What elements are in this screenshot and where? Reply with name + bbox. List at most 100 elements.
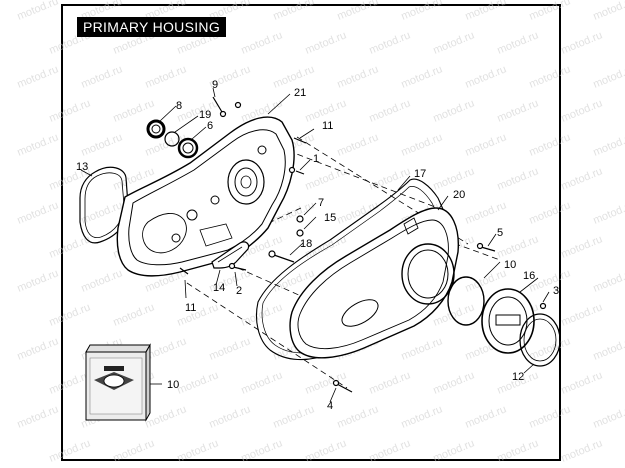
watermark-text: motod.ru [303,29,348,56]
watermark-text: motod.ru [207,335,252,362]
o-ring-17 [164,131,180,147]
watermark-text: motod.ru [367,29,412,56]
callout-1: 1 [313,153,319,165]
watermark-text: motod.ru [15,335,60,362]
watermark-text: motod.ru [495,97,540,124]
watermark-text: motod.ru [559,97,604,124]
callout-20: 20 [453,189,465,201]
watermark-text: motod.ru [591,63,625,90]
watermark-text: motod.ru [15,403,60,430]
watermark-text: motod.ru [591,267,625,294]
watermark-text: motod.ru [591,131,625,158]
callout-12: 12 [512,371,524,383]
watermark-text: motod.ru [303,165,348,192]
watermark-text: motod.ru [463,0,508,23]
watermark-text: motod.ru [175,97,220,124]
watermark-text: motod.ru [559,437,604,464]
watermark-text: motod.ru [335,199,380,226]
outer-primary-cover-19 [289,207,459,359]
watermark-text: motod.ru [399,335,444,362]
watermark-text: motod.ru [463,131,508,158]
watermark-text: motod.ru [79,131,124,158]
callout-11: 11 [322,120,333,132]
watermark-text: motod.ru [527,335,572,362]
watermark-text: motod.ru [527,199,572,226]
watermark-text: motod.ru [15,267,60,294]
callout-14: 14 [213,282,225,294]
diagram-title: PRIMARY HOUSING [77,17,226,37]
watermark-text: motod.ru [175,437,220,464]
watermark-text: motod.ru [335,403,380,430]
watermark-text: motod.ru [303,369,348,396]
gasket-12 [519,313,561,367]
watermark-text: motod.ru [399,63,444,90]
watermark-text: motod.ru [143,63,188,90]
watermark-text: motod.ru [111,301,156,328]
package-box-10 [85,343,151,422]
watermark-text: motod.ru [591,403,625,430]
callout-3: 3 [553,285,559,297]
watermark-text: motod.ru [15,199,60,226]
callout-16: 16 [523,270,535,282]
callout-8: 8 [176,100,182,112]
watermark-text: motod.ru [527,63,572,90]
callout-4: 4 [327,400,333,412]
watermark-text: motod.ru [495,165,540,192]
watermark-text: motod.ru [495,29,540,56]
watermark-text: motod.ru [527,0,572,23]
watermark-text: motod.ru [399,403,444,430]
watermark-text: motod.ru [47,437,92,464]
callout-17: 17 [414,168,426,180]
watermark-text: motod.ru [431,437,476,464]
watermark-text: motod.ru [79,267,124,294]
watermark-text: motod.ru [463,63,508,90]
watermark-text: motod.ru [367,97,412,124]
watermark-text: motod.ru [559,165,604,192]
callout-10: 10 [504,259,516,271]
callout-18: 18 [300,238,312,250]
callout-19: 19 [199,109,211,121]
watermark-text: motod.ru [495,437,540,464]
callout-7: 7 [318,197,324,209]
watermark-text: motod.ru [527,131,572,158]
watermark-text: motod.ru [15,63,60,90]
callout-21: 21 [294,87,306,99]
watermark-text: motod.ru [591,199,625,226]
callout-13: 13 [76,161,88,173]
callout-6: 6 [207,120,213,132]
watermark-text: motod.ru [79,63,124,90]
watermark-text: motod.ru [431,97,476,124]
watermark-text: motod.ru [591,0,625,23]
watermark-text: motod.ru [15,131,60,158]
watermark-text: motod.ru [367,165,412,192]
callout-5: 5 [497,227,503,239]
watermark-text: motod.ru [335,0,380,23]
derby-cover-18 [481,288,535,354]
watermark-text: motod.ru [335,63,380,90]
watermark-text: motod.ru [111,437,156,464]
o-ring-10 [447,276,485,326]
watermark-text: motod.ru [175,301,220,328]
watermark-text: motod.ru [239,369,284,396]
watermark-text: motod.ru [559,301,604,328]
watermark-text: motod.ru [335,131,380,158]
watermark-text: motod.ru [367,437,412,464]
watermark-text: motod.ru [47,97,92,124]
watermark-text: motod.ru [399,131,444,158]
callout-15: 15 [324,212,336,224]
gasket-13 [79,166,129,244]
callout-11: 11 [185,302,196,314]
watermark-text: motod.ru [559,369,604,396]
watermark-text: motod.ru [47,301,92,328]
watermark-text: motod.ru [271,0,316,23]
watermark-text: motod.ru [559,233,604,260]
watermark-text: motod.ru [239,29,284,56]
watermark-text: motod.ru [559,29,604,56]
watermark-text: motod.ru [367,369,412,396]
watermark-text: motod.ru [79,199,124,226]
watermark-text: motod.ru [271,403,316,430]
callout-2: 2 [236,285,242,297]
